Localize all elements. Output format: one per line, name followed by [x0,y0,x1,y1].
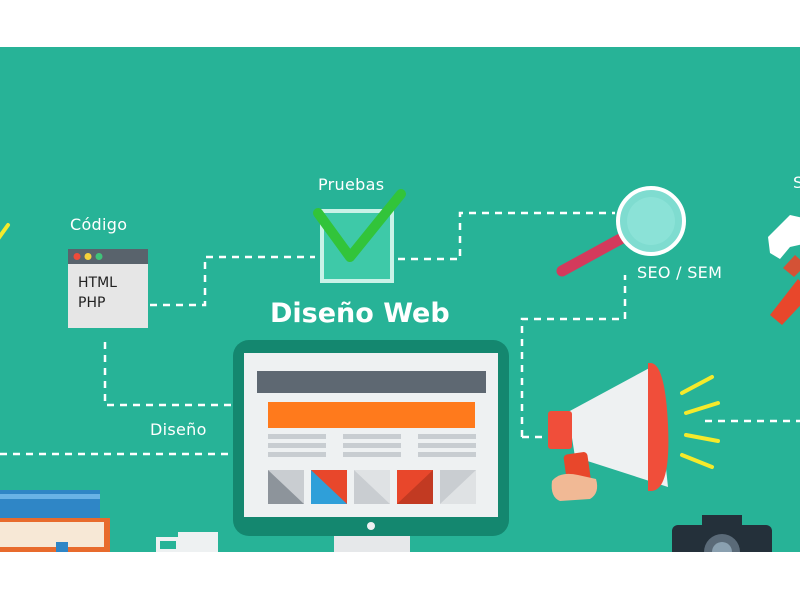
books-icon [0,490,110,552]
magnifier-icon [556,186,686,277]
diagram-canvas [0,47,800,552]
label-seo-sem: SEO / SEM [637,263,723,282]
monitor-icon [233,340,509,552]
code-window-text: HTML PHP [78,273,117,313]
connector-seo-to-marketing [520,275,627,437]
label-pruebas: Pruebas [318,175,385,194]
code-window-icon [68,249,148,328]
connector-tests-to-seo [398,211,615,261]
label-codigo: Código [70,215,128,234]
edge-accent-mark [0,223,10,240]
checkbox-check-icon [313,189,406,283]
code-line-php: PHP [78,295,106,311]
connector-lines [0,211,800,456]
camera-icon [672,515,772,552]
wrench-icon [768,215,800,325]
code-line-html: HTML [78,275,117,291]
connector-code-to-design [103,342,235,407]
diagram-title: Diseño Web [270,298,450,329]
connector-code-to-tests [150,255,315,307]
megaphone-icon [548,362,720,501]
label-diseno: Diseño [150,420,207,439]
label-cut-right: S [793,173,800,192]
cup-icon [156,532,218,552]
web-design-diagram: Pruebas Código SEO / SEM Diseño S Diseño… [0,47,800,552]
